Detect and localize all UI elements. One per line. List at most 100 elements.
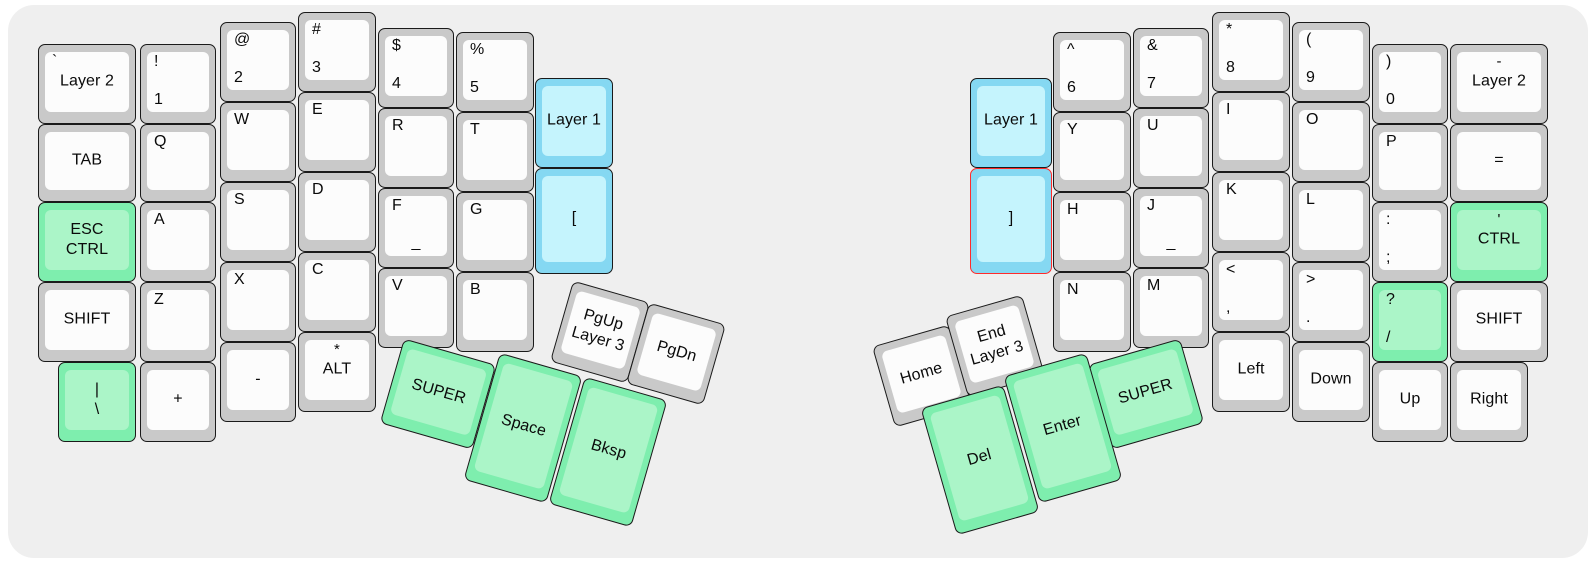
- key-l-esc-ctrl[interactable]: ESC CTRL: [38, 202, 136, 282]
- key-legend-top: #: [312, 21, 321, 38]
- key-l-z[interactable]: Z: [140, 282, 216, 362]
- key-legend-top: H: [1067, 201, 1079, 218]
- key-r-y[interactable]: Y: [1053, 112, 1131, 192]
- key-legend-top: `: [52, 53, 58, 70]
- key-l-v[interactable]: V: [378, 268, 454, 348]
- keycap-surface: R: [385, 116, 447, 176]
- key-r-comma[interactable]: <,: [1212, 252, 1290, 332]
- key-r-layer1[interactable]: Layer 1: [970, 78, 1052, 168]
- key-l-2[interactable]: @2: [220, 22, 296, 102]
- key-l-lbracket[interactable]: [: [535, 168, 613, 274]
- keycap-surface: I: [1219, 100, 1283, 160]
- keycap-surface: +: [147, 370, 209, 430]
- key-r-up[interactable]: Up: [1372, 362, 1448, 442]
- key-l-plus[interactable]: +: [140, 362, 216, 442]
- keycap-surface: SHIFT: [1457, 290, 1541, 350]
- key-l-q[interactable]: Q: [140, 124, 216, 202]
- keycap-surface: $4: [385, 36, 447, 96]
- key-r-left[interactable]: Left: [1212, 332, 1290, 412]
- key-l-star-alt[interactable]: *ALT: [298, 332, 376, 412]
- key-legend-top: @: [234, 31, 251, 48]
- keycap-surface: Left: [1219, 340, 1283, 400]
- key-r-shift[interactable]: SHIFT: [1450, 282, 1548, 362]
- key-l-r[interactable]: R: [378, 108, 454, 188]
- key-l-backtick-layer2[interactable]: `Layer 2: [38, 44, 136, 124]
- key-l-d[interactable]: D: [298, 172, 376, 252]
- keycap-surface: >.: [1299, 270, 1363, 330]
- key-r-o[interactable]: O: [1292, 102, 1370, 182]
- key-r-l[interactable]: L: [1292, 182, 1370, 262]
- keycap-surface: Layer 1: [977, 86, 1045, 156]
- key-legend-bottom: .: [1306, 309, 1311, 327]
- key-r-equals[interactable]: =: [1450, 124, 1548, 202]
- keycap-surface: PgUp Layer 3: [560, 290, 642, 370]
- key-legend-center: -: [255, 370, 261, 388]
- key-l-shift[interactable]: SHIFT: [38, 282, 136, 362]
- keycap-surface: )0: [1379, 52, 1441, 112]
- keycap-surface: -: [227, 350, 289, 410]
- keycap-surface: <,: [1219, 260, 1283, 320]
- key-legend-bottom: 5: [470, 79, 479, 97]
- key-r-h[interactable]: H: [1053, 192, 1131, 272]
- key-legend-center: SHIFT: [1475, 310, 1523, 328]
- key-l-w[interactable]: W: [220, 102, 296, 182]
- key-r-down[interactable]: Down: [1292, 342, 1370, 422]
- key-r-n[interactable]: N: [1053, 272, 1131, 352]
- key-legend-top: >: [1306, 271, 1316, 288]
- key-l-layer1[interactable]: Layer 1: [535, 78, 613, 168]
- key-legend-top: L: [1306, 191, 1315, 208]
- key-legend-center: Layer 1: [546, 111, 602, 129]
- key-l-e[interactable]: E: [298, 92, 376, 172]
- key-r-9[interactable]: (9: [1292, 22, 1370, 102]
- key-l-5[interactable]: %5: [456, 32, 534, 112]
- key-legend-top: I: [1226, 101, 1231, 118]
- key-legend-bottom: ,: [1226, 299, 1231, 317]
- key-r-minus-layer2[interactable]: -Layer 2: [1450, 44, 1548, 124]
- key-l-c[interactable]: C: [298, 252, 376, 332]
- key-l-a[interactable]: A: [140, 202, 216, 282]
- keycap-surface: `Layer 2: [45, 52, 129, 112]
- key-legend-top: C: [312, 261, 324, 278]
- key-legend-top: M: [1147, 277, 1161, 294]
- key-legend-center: Space: [499, 411, 549, 441]
- key-legend-top: ': [1497, 211, 1501, 228]
- keycap-surface: W: [227, 110, 289, 170]
- key-l-f[interactable]: F_: [378, 188, 454, 268]
- key-r-slash[interactable]: ?/: [1372, 282, 1448, 362]
- key-l-t[interactable]: T: [456, 112, 534, 192]
- key-r-i[interactable]: I: [1212, 92, 1290, 172]
- key-r-period[interactable]: >.: [1292, 262, 1370, 342]
- key-l-b[interactable]: B: [456, 272, 534, 352]
- key-legend-center: End Layer 3: [968, 321, 1026, 369]
- keycap-surface: X: [227, 270, 289, 330]
- key-l-pipe-backslash[interactable]: | \: [58, 362, 136, 442]
- key-legend-bottom: 0: [1386, 91, 1395, 109]
- key-r-semicolon[interactable]: :;: [1372, 202, 1448, 282]
- key-l-x[interactable]: X: [220, 262, 296, 342]
- key-l-g[interactable]: G: [456, 192, 534, 272]
- key-l-tab[interactable]: TAB: [38, 124, 136, 202]
- key-r-0[interactable]: )0: [1372, 44, 1448, 124]
- key-l-minus[interactable]: -: [220, 342, 296, 422]
- key-r-m[interactable]: M: [1133, 268, 1209, 348]
- key-l-1[interactable]: !1: [140, 44, 216, 124]
- key-r-k[interactable]: K: [1212, 172, 1290, 252]
- key-r-right[interactable]: Right: [1450, 362, 1528, 442]
- key-r-6[interactable]: ^6: [1053, 32, 1131, 112]
- keycap-surface: SUPER: [1096, 348, 1195, 437]
- key-r-j[interactable]: J_: [1133, 188, 1209, 268]
- key-l-4[interactable]: $4: [378, 28, 454, 108]
- keycap-surface: ^6: [1060, 40, 1124, 100]
- key-l-3[interactable]: #3: [298, 12, 376, 92]
- key-r-8[interactable]: *8: [1212, 12, 1290, 92]
- key-r-p[interactable]: P: [1372, 124, 1448, 202]
- key-legend-top: <: [1226, 261, 1236, 278]
- key-r-7[interactable]: &7: [1133, 28, 1209, 108]
- key-l-s[interactable]: S: [220, 182, 296, 262]
- keycap-surface: [: [542, 176, 606, 262]
- key-r-u[interactable]: U: [1133, 108, 1209, 188]
- key-legend-center: Right: [1470, 390, 1508, 408]
- key-legend-bottom: 7: [1147, 75, 1156, 93]
- key-r-quote-ctrl[interactable]: 'CTRL: [1450, 202, 1548, 282]
- key-r-rbracket[interactable]: ]: [970, 168, 1052, 274]
